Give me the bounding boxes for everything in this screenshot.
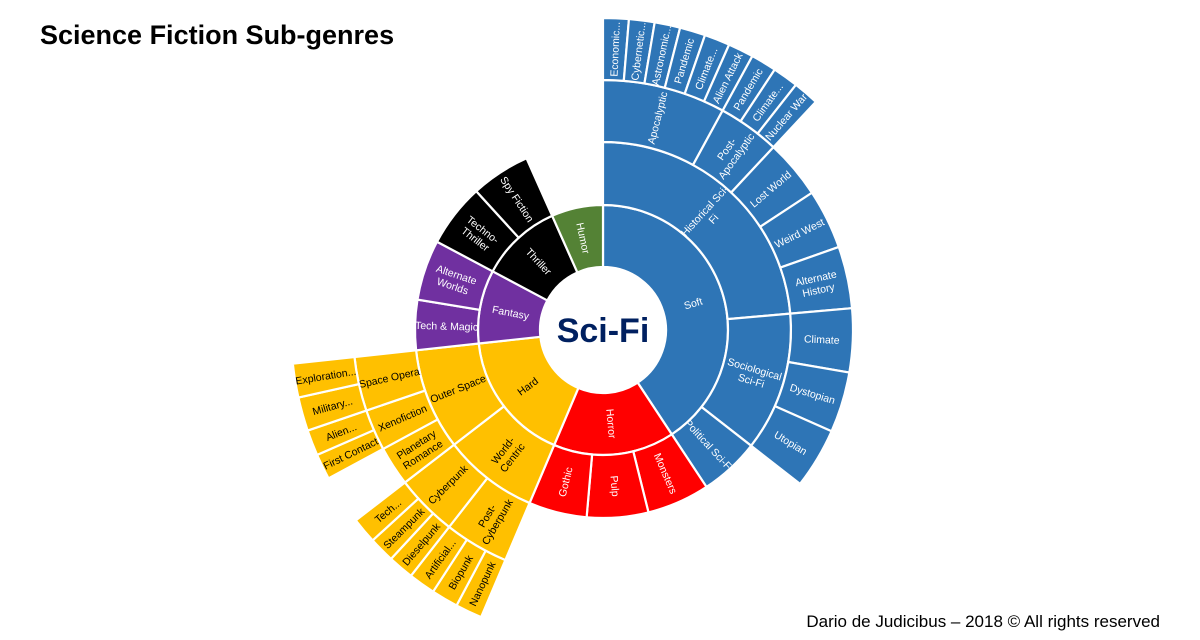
segment-label: Pulp [607, 475, 621, 497]
segment-label: Climate [804, 333, 840, 346]
page-title: Science Fiction Sub-genres [40, 20, 395, 50]
segment-label: Economic... [609, 22, 623, 77]
segment-spy-fiction[interactable] [474, 156, 554, 240]
segment-humor[interactable] [550, 203, 605, 274]
copyright-footer: Dario de Judicibus – 2018 © All rights r… [806, 612, 1160, 631]
center-hole [541, 268, 665, 392]
segment-exploration[interactable] [291, 355, 361, 399]
segment-label: Horror [603, 408, 618, 439]
center-label: Sci-Fi [557, 312, 650, 350]
segment-label: Tech & Magic [415, 320, 478, 334]
segment-label: Soft [683, 295, 704, 312]
